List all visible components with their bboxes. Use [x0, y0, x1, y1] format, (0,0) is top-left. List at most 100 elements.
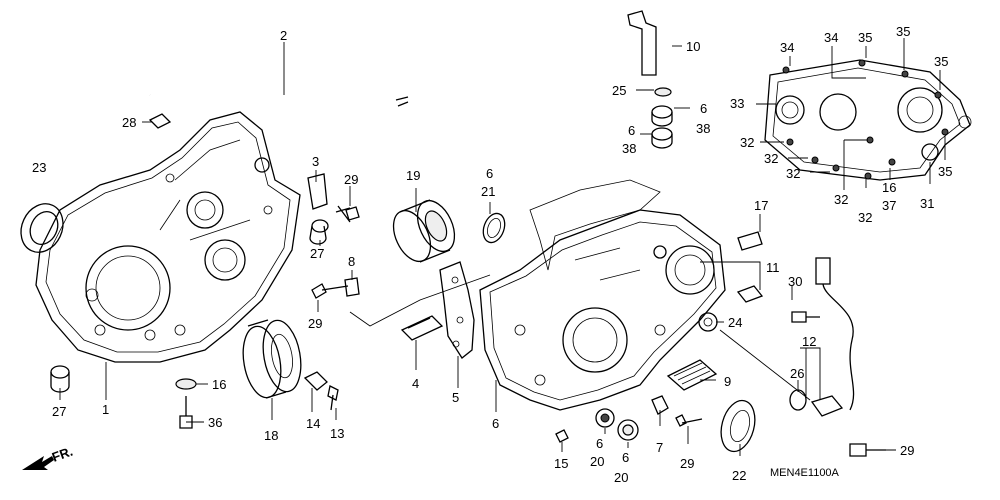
- callout-23: 23: [32, 160, 46, 175]
- callout-35: 35: [858, 30, 872, 45]
- washer: [175, 378, 197, 390]
- callout-21: 21: [481, 184, 495, 199]
- callout-24: 24: [728, 315, 742, 330]
- callout-6: 6: [700, 101, 707, 116]
- right-crankcase: [479, 209, 726, 411]
- callout-25: 25: [612, 83, 626, 98]
- callout-32: 32: [786, 166, 800, 181]
- callout-11: 11: [766, 260, 780, 275]
- callout-33: 33: [730, 96, 744, 111]
- leader-lines: [59, 38, 946, 456]
- bearing: [392, 199, 456, 263]
- callout-6: 6: [622, 450, 629, 465]
- clip: [555, 429, 569, 443]
- callout-6: 6: [628, 123, 635, 138]
- callout-20: 20: [590, 454, 604, 469]
- callout-9: 9: [724, 374, 731, 389]
- bolt: [791, 311, 820, 323]
- callout-7: 7: [656, 440, 663, 455]
- oil-seal-large: [720, 399, 756, 453]
- screen-filter: [666, 359, 718, 391]
- callout-14: 14: [306, 416, 320, 431]
- callout-5: 5: [452, 390, 459, 405]
- callout-27: 27: [52, 404, 66, 419]
- callout-16: 16: [882, 180, 896, 195]
- cable-clamp: [736, 285, 764, 303]
- bolt: [327, 385, 339, 411]
- callout-38: 38: [696, 121, 710, 136]
- large-bearing: [242, 319, 302, 399]
- callout-32: 32: [764, 151, 778, 166]
- callout-32: 32: [740, 135, 754, 150]
- breather-hose: [147, 64, 409, 110]
- left-crankcase: [35, 111, 301, 363]
- callout-6: 6: [486, 166, 493, 181]
- front-indicator-label: FR.: [50, 444, 75, 465]
- right-side-cover: [764, 59, 972, 181]
- bracket: [307, 173, 328, 210]
- clamp-plate: [651, 395, 669, 415]
- callout-29: 29: [344, 172, 358, 187]
- dowel-pin: [309, 219, 329, 245]
- callout-34: 34: [780, 40, 794, 55]
- oil-seal-small: [698, 312, 718, 332]
- callout-29: 29: [680, 456, 694, 471]
- callout-6: 6: [492, 416, 499, 431]
- callout-35: 35: [896, 24, 910, 39]
- callout-labels: 2 28 23 3 29 27 8 29 19 6 21 16 36 27 1 …: [32, 24, 952, 485]
- callout-29: 29: [900, 443, 914, 458]
- bolt-with-washer: [311, 277, 360, 299]
- callout-37: 37: [882, 198, 896, 213]
- callout-35: 35: [934, 54, 948, 69]
- oil-seal: [20, 203, 64, 253]
- washer: [654, 87, 672, 97]
- callout-17: 17: [754, 198, 768, 213]
- bolt: [179, 396, 193, 429]
- callout-32: 32: [858, 210, 872, 225]
- sensor-assembly: [789, 257, 855, 417]
- needle-bearing: [595, 408, 615, 428]
- plate: [303, 371, 328, 391]
- bearing-small: [651, 127, 673, 149]
- callout-32: 32: [834, 192, 848, 207]
- callout-6: 6: [596, 436, 603, 451]
- callout-38: 38: [622, 141, 636, 156]
- callout-16: 16: [212, 377, 226, 392]
- oil-seal-small: [482, 212, 506, 244]
- callout-22: 22: [732, 468, 746, 483]
- callout-10: 10: [686, 39, 700, 54]
- bolt: [675, 414, 703, 427]
- callout-2: 2: [280, 28, 287, 43]
- callout-8: 8: [348, 254, 355, 269]
- callout-30: 30: [788, 274, 802, 289]
- callout-36: 36: [208, 415, 222, 430]
- bearing-small: [651, 105, 673, 127]
- callout-28: 28: [122, 115, 136, 130]
- bolt: [335, 205, 360, 223]
- callout-12: 12: [802, 334, 816, 349]
- callout-19: 19: [406, 168, 420, 183]
- callout-31: 31: [920, 196, 934, 211]
- callout-20: 20: [614, 470, 628, 485]
- needle-bearing: [617, 419, 639, 441]
- callout-3: 3: [312, 154, 319, 169]
- callout-27: 27: [310, 246, 324, 261]
- gasket: [439, 261, 475, 359]
- callout-18: 18: [264, 428, 278, 443]
- callout-4: 4: [412, 376, 419, 391]
- shaft: [627, 10, 657, 76]
- callout-26: 26: [790, 366, 804, 381]
- upper-gasket: [529, 179, 661, 271]
- hose-clip: [148, 113, 172, 129]
- callout-1: 1: [102, 402, 109, 417]
- callout-15: 15: [554, 456, 568, 471]
- callout-34: 34: [824, 30, 838, 45]
- clip: [737, 231, 763, 251]
- diagram-code: MEN4E1100A: [770, 467, 840, 479]
- callout-29: 29: [308, 316, 322, 331]
- callout-13: 13: [330, 426, 344, 441]
- front-direction-arrow: FR.: [22, 444, 75, 470]
- oil-screen: [400, 315, 444, 341]
